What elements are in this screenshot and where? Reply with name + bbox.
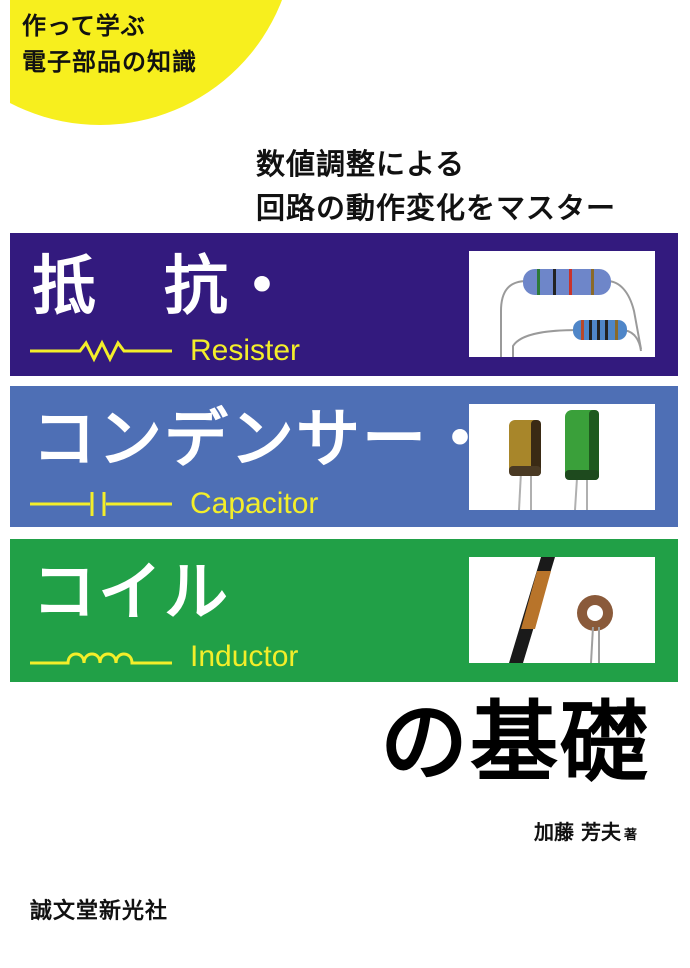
author: 加藤 芳夫著 <box>534 818 637 850</box>
capacitors-photo <box>469 404 655 510</box>
tagline-line1: 数値調整による <box>256 147 466 181</box>
resistor-illustration-icon <box>500 269 642 357</box>
author-name: 加藤 芳夫 <box>534 820 621 844</box>
resistor-symbol-icon <box>30 339 172 363</box>
inductor-symbol-icon <box>30 652 172 665</box>
band-title-jp: コンデンサー・ <box>32 403 494 477</box>
series-title-line2: 電子部品の知識 <box>22 48 197 76</box>
capacitor-band: コンデンサー・ Capacitor <box>10 386 678 527</box>
band-title-jp: コイル <box>32 556 230 630</box>
band-title-en: Resister <box>190 334 301 367</box>
capacitor-symbol-icon <box>30 492 172 516</box>
series-title: 作って学ぶ 電子部品の知識 <box>22 8 197 80</box>
band-title-en: Inductor <box>190 640 299 673</box>
inductor-band: コイル Inductor <box>10 539 678 682</box>
tagline: 数値調整による 回路の動作変化をマスター <box>256 142 616 230</box>
main-title: の基礎 <box>380 691 651 794</box>
band-subtitle-row: Resister <box>28 333 300 369</box>
band-title-jp: 抵 抗・ <box>32 250 296 324</box>
band-subtitle-row: Capacitor <box>28 486 318 522</box>
resistors-photo <box>469 251 655 357</box>
band-title-en: Capacitor <box>190 487 319 520</box>
inductors-photo <box>469 557 655 663</box>
inductor-illustration-icon <box>509 557 613 663</box>
capacitor-illustration-icon <box>509 410 599 510</box>
band-subtitle-row: Inductor <box>28 639 298 675</box>
resistor-band: 抵 抗・ Resister <box>10 233 678 376</box>
publisher: 誠文堂新光社 <box>30 899 169 924</box>
tagline-line2: 回路の動作変化をマスター <box>256 191 617 225</box>
series-title-line1: 作って学ぶ <box>22 12 146 40</box>
series-badge <box>10 0 310 140</box>
author-suffix: 著 <box>623 828 637 843</box>
